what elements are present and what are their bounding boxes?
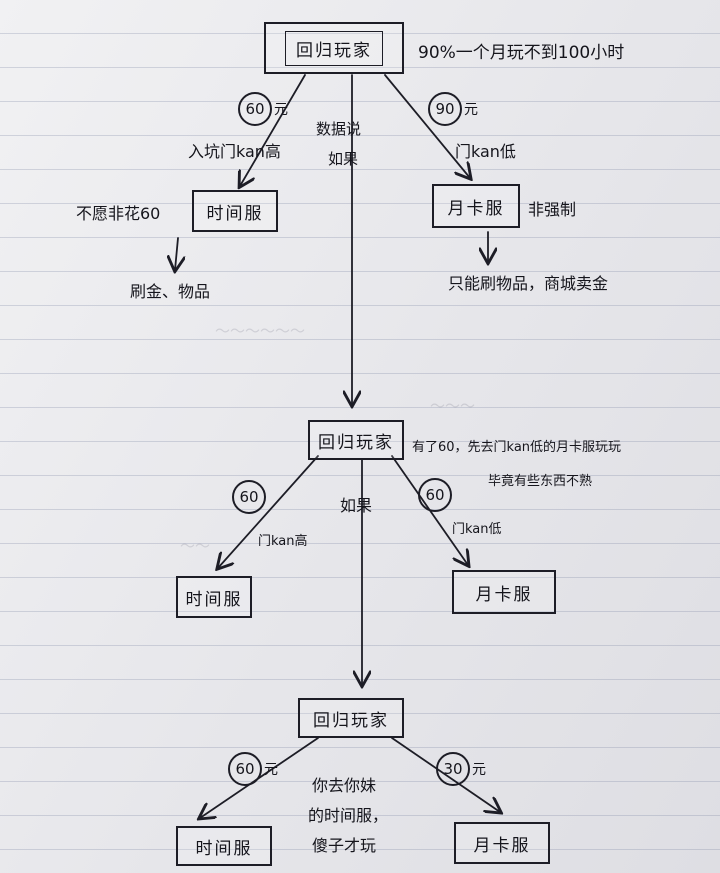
level3-left-price-unit: 元 (264, 762, 278, 778)
level1-left-box-note: 不愿非花60 (76, 204, 161, 223)
level1-root-label: 回归玩家 (296, 40, 372, 61)
level3-left-price: 60 元 (228, 752, 278, 786)
level1-left-edge-label: 入坑门kan高 (188, 142, 281, 161)
level1-right-edge-label: 门kan低 (455, 142, 516, 161)
level1-left-price: 60 元 (238, 92, 288, 126)
level2-left-price: 60 (232, 480, 266, 514)
level1-middle-label-2: 如果 (328, 150, 359, 168)
level2-right-price-value: 60 (425, 486, 445, 504)
level2-right-price: 60 (418, 478, 452, 512)
level1-right-box-label: 月卡服 (447, 198, 505, 219)
level2-root-label: 回归玩家 (318, 432, 394, 453)
level2-right-edge-label: 门kan低 (452, 522, 502, 537)
level3-right-box-label: 月卡服 (473, 835, 531, 856)
edge-l1-left (240, 74, 306, 186)
edge-l1-left-result (175, 237, 178, 270)
level2-root-note-1: 有了60，先去门kan低的月卡服玩玩 (412, 440, 622, 455)
level1-right-price: 90 元 (428, 92, 478, 126)
level3-left-price-value: 60 (235, 760, 255, 778)
level1-right-price-value: 90 (435, 100, 455, 118)
level1-left-box-label: 时间服 (206, 203, 264, 224)
level3-right-price: 30 元 (436, 752, 486, 786)
level3-right-box: 月卡服 (454, 822, 550, 864)
level3-middle-note-1: 你去你妹 (312, 776, 377, 795)
level1-root-note: 90%一个月玩不到100小时 (418, 43, 625, 63)
level2-root-box: 回归玩家 (308, 420, 404, 460)
level1-right-box-note: 非强制 (528, 200, 577, 219)
level1-left-result: 刷金、物品 (130, 282, 211, 301)
level1-right-box: 月卡服 (432, 184, 520, 228)
level3-right-price-value: 30 (443, 760, 463, 778)
level3-middle-note-2: 的时间服， (308, 806, 389, 825)
level3-left-box: 时间服 (176, 826, 272, 866)
edge-l2-left (218, 455, 319, 568)
level2-left-edge-label: 门kan高 (258, 534, 308, 549)
level1-left-price-value: 60 (245, 100, 265, 118)
level2-left-box: 时间服 (176, 576, 252, 618)
level2-root-note-2: 毕竟有些东西不熟 (488, 474, 593, 489)
level1-left-box: 时间服 (192, 190, 278, 232)
level1-root-box: 回归玩家 (264, 22, 404, 74)
level1-middle-label-1: 数据说 (316, 120, 362, 138)
level2-left-box-label: 时间服 (185, 589, 243, 610)
edge-l1-right (384, 74, 470, 178)
level3-middle-note-3: 傻子才玩 (312, 836, 377, 855)
level2-right-box: 月卡服 (452, 570, 556, 614)
level3-root-label: 回归玩家 (313, 710, 389, 731)
level3-left-box-label: 时间服 (195, 838, 253, 859)
level2-right-box-label: 月卡服 (475, 584, 533, 605)
level3-root-box: 回归玩家 (298, 698, 404, 738)
level1-right-price-unit: 元 (464, 102, 478, 118)
level1-left-price-unit: 元 (274, 102, 288, 118)
level3-right-price-unit: 元 (472, 762, 486, 778)
level1-right-result: 只能刷物品，商城卖金 (448, 274, 609, 293)
level2-left-price-value: 60 (239, 488, 259, 506)
level2-middle-label: 如果 (340, 496, 373, 515)
